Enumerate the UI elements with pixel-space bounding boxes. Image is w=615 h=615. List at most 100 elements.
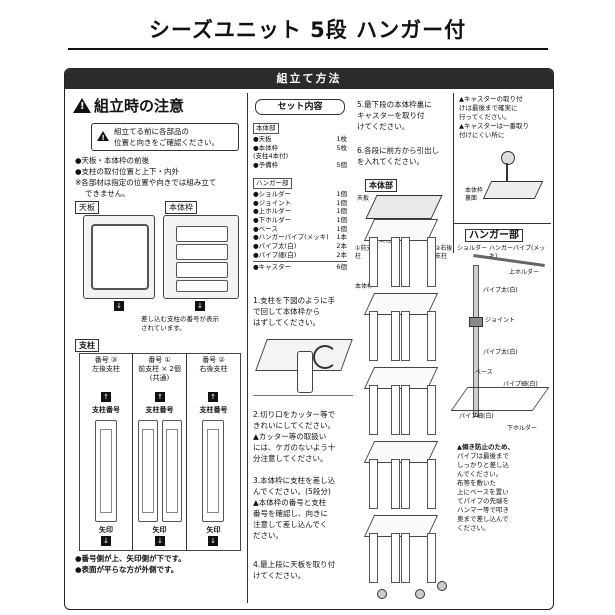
caution-bullet-3a: ※各部材は指定の位置や向きでは組み立て <box>75 178 217 187</box>
post-col-right: 番号 ② 右後支柱 <box>187 356 240 374</box>
post-number-label: 支柱番号 <box>199 406 228 414</box>
post-groove <box>100 429 112 513</box>
parts-item: ●ショルダー 1個 <box>253 190 347 199</box>
assembly-post <box>401 459 410 509</box>
hanger-base-drawing <box>450 387 550 411</box>
arrow-label: 矢印 <box>99 526 113 534</box>
warning-icon <box>97 131 109 144</box>
parts-item-qty: 2本 <box>336 242 347 251</box>
assembly-front-post-label: ①前支柱 <box>355 245 373 260</box>
step-2: 2.切り口をカッター等で きれいにしてください。 ▲カッター等の取扱い には、ケ… <box>253 409 357 464</box>
caution-heading-text: 組立時の注意 <box>94 97 185 115</box>
hanger-pipe-thin-2-label: パイプ細(白) <box>459 413 494 420</box>
caution-bullet-3b: できません。 <box>85 189 130 198</box>
parts-item-qty: 1本 <box>336 233 347 242</box>
tenban-label: 天板 <box>75 201 99 214</box>
post-right-back <box>202 420 224 522</box>
hanger-note-line: 奥まで差し込んで <box>457 515 509 523</box>
hanger-heading: ハンガー部 <box>465 229 523 242</box>
caster-notes: ▲キャスターの取り付 けは最後まで確実に 行ってください。 ▲キャスターは一番取… <box>459 95 549 140</box>
post-col2-common: (共通) <box>149 374 170 382</box>
caution-bullet-1: ●天板・本体枠の前後 <box>75 156 150 165</box>
assembly-post <box>401 237 410 287</box>
hanger-note-line: ▲傾き防止のため、 <box>457 443 514 451</box>
assembly-post <box>401 533 410 583</box>
hontaiwaku-label: 本体枠 <box>165 201 197 214</box>
hanger-note-line: しっかりと差し込 <box>457 461 509 469</box>
posts-note-2: ●表面が平らな方が外側です。 <box>75 565 179 574</box>
step-2-line: ▲カッター等の取扱い <box>253 432 327 441</box>
post-front-b <box>162 420 182 522</box>
step-4-line: 4.最上段に天板を取り付 <box>253 560 336 569</box>
assembly-heading: 本体部 <box>365 179 397 192</box>
arrow-down-icon: ↓ <box>195 301 205 311</box>
parts-item-qty: 1個 <box>336 207 347 216</box>
post-number-label: 支柱番号 <box>92 406 120 414</box>
frame-underside-drawing <box>482 181 544 199</box>
up-arrow-icon: ↑ <box>155 392 165 402</box>
assembly-post <box>369 459 378 509</box>
parts-item-name: ●下ホルダー <box>253 215 292 224</box>
parts-item-name: (支柱4本付) <box>253 152 289 161</box>
page-title: シーズユニット 5段 ハンガー付 <box>148 18 467 42</box>
step-1-illustration <box>253 331 353 396</box>
insert-note-line2: されています。 <box>141 324 186 332</box>
parts-item: (支柱4本付) <box>253 152 347 161</box>
hanger-notes: ▲傾き防止のため、 パイプは最後まで しっかりと差し込 んでください。 布等を敷… <box>457 443 551 533</box>
assembly-post <box>401 311 410 361</box>
hanger-pipe-thin-1-label: パイプ細(白) <box>503 381 538 388</box>
caster-wheel-icon <box>377 589 387 599</box>
tenban-surface <box>91 224 149 290</box>
post-groove <box>142 429 154 513</box>
parts-item-qty: 1個 <box>336 198 347 207</box>
rotate-arrow-icon <box>313 345 337 369</box>
step-6: 6.各段に前方から引出し を入れてください。 <box>357 145 453 167</box>
warning-icon <box>73 98 91 113</box>
assembly-post <box>427 237 436 287</box>
assembly-frame-label: 本体枠 <box>355 283 374 290</box>
hanger-shoulder-label: ショルダー <box>457 245 488 252</box>
step-3-line: 注意して差し込んでく <box>253 520 328 529</box>
parts-item: ●ハンガーパイプ(メッキ)1本 <box>253 233 347 242</box>
step-3-line: ださい。 <box>253 531 283 540</box>
parts-item-qty: 1個 <box>336 189 347 198</box>
caster-wheel-icon <box>415 589 425 599</box>
arrow-label: 矢印 <box>206 526 221 534</box>
step-3: 3.本体枠に支柱を差し込 んでください。(5段分) ▲本体枠の番号と支柱 番号を… <box>253 475 357 541</box>
parts-item-name: ●上ホルダー <box>253 207 292 216</box>
step-5: 5.最下段の本体枠裏に キャスターを取り付 けてください。 <box>357 99 453 132</box>
arrow-down-icon: ↓ <box>114 301 124 311</box>
parts-caster-row: ●キャスター 6個 <box>253 261 347 272</box>
hanger-joint-drawing <box>469 317 483 327</box>
post-front-a <box>138 420 158 522</box>
assembly-post <box>427 533 436 583</box>
title-underline <box>68 48 548 50</box>
parts-caster-name: ●キャスター <box>253 263 292 272</box>
parts-item-qty: 1枚 <box>336 135 347 143</box>
assembly-post <box>391 311 400 361</box>
post-col1-name: 左後支柱 <box>92 365 120 373</box>
caution-box-line2: 位置と向きをご確認ください。 <box>114 138 219 147</box>
hanger-joint-label: ジョイント <box>485 317 516 324</box>
hanger-vertical-pipe <box>473 265 479 417</box>
parts-item: ●上ホルダー 1個 <box>253 207 347 216</box>
up-arrow-icon: ↑ <box>208 392 218 402</box>
assembly-tenban-label: 天板 <box>357 195 370 202</box>
hontaiwaku-drawing <box>163 215 239 299</box>
hanger-note-line: 布等を敷いた <box>457 479 496 487</box>
post-col-front: 番号 ① 前支柱 × 2個 (共通) <box>133 356 186 383</box>
parts-section-body: 本体部 <box>253 123 279 134</box>
caution-bullet-2: ●支柱の取付位置と上下・内外 <box>75 167 180 176</box>
step-1-line: 1.支柱を下図のように手 <box>253 296 336 305</box>
parts-item-name: ●ジョイント <box>253 198 292 207</box>
posts-col-divider <box>132 354 133 550</box>
hanger-note-line: てパイプの先端を <box>457 497 509 505</box>
caster-note-line: けは最後まで確実に <box>459 104 518 112</box>
hanger-divider <box>454 223 551 224</box>
step-5-line: キャスターを取り付 <box>357 111 425 120</box>
parts-item-name: ●ショルダー <box>253 189 292 198</box>
assembly-right-post-label: ②右後支柱 <box>435 245 453 260</box>
assembly-post <box>391 237 400 287</box>
